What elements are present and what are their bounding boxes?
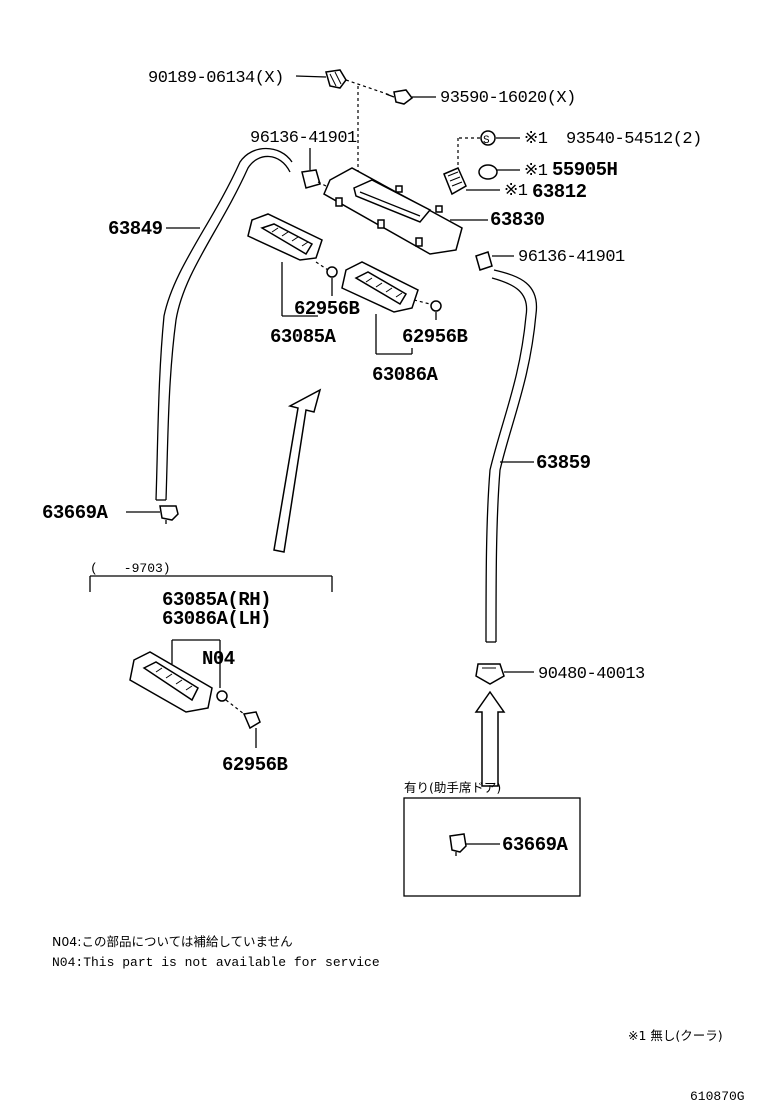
grommet-variant <box>242 711 261 730</box>
label-plug: 93540-54512(2) <box>566 130 702 149</box>
label-cover-b: 63086A <box>372 364 439 386</box>
label-drain-clip: 90480-40013 <box>538 665 645 684</box>
cover-part-a <box>247 213 323 261</box>
label-nozzle-box: 63669A <box>502 834 569 856</box>
socket-part <box>443 167 467 196</box>
label-socket: 63812 <box>532 181 587 203</box>
label-note-mark-1: ※1 <box>524 130 548 149</box>
label-bulb: 55905H <box>552 159 618 181</box>
note-jp: N04:この部品については補給していません <box>52 934 293 949</box>
label-note-mark-3: ※1 <box>504 182 528 201</box>
label-n04: N04 <box>202 648 235 670</box>
cover-part-b <box>341 261 419 313</box>
label-nozzle-left: 63669A <box>42 502 109 524</box>
label-grommet-a: 62956B <box>294 298 360 320</box>
label-clip-top: 90189-06134(X) <box>148 69 284 88</box>
label-date-range: ( -9703) <box>90 561 171 576</box>
arrow-up-left <box>273 388 322 553</box>
label-note-mark-2: ※1 <box>524 162 548 181</box>
label-grommet-b: 62956B <box>402 326 468 348</box>
arrow-up-right <box>474 690 506 787</box>
drain-clip-part <box>475 663 505 685</box>
label-box: 有り(助手席ドア) <box>404 780 501 795</box>
grommet-b <box>430 300 442 312</box>
box-frame <box>403 797 581 897</box>
label-lamp-assy: 63830 <box>490 209 545 231</box>
s-mark-circle <box>480 130 496 146</box>
hose-right <box>485 269 538 643</box>
label-s-mark: S <box>483 135 490 147</box>
label-hose-left: 63849 <box>108 218 163 240</box>
clip-part-left <box>301 169 331 189</box>
clip-part-right <box>475 251 493 271</box>
clip-part-90189 <box>325 69 347 89</box>
bulb-part <box>478 164 498 180</box>
nozzle-part-box <box>449 833 467 856</box>
n04-part <box>216 690 228 702</box>
footnote: ※1 無し(クーラ) <box>628 1028 723 1043</box>
label-cover-a: 63085A <box>270 326 337 348</box>
lamp-assembly <box>323 167 463 255</box>
label-screw: 93590-16020(X) <box>440 89 576 108</box>
grommet-a <box>326 266 338 278</box>
screw-part-93590 <box>385 89 414 105</box>
label-variant-lh: 63086A(LH) <box>162 608 271 630</box>
diagram-id: 610870G <box>690 1089 745 1104</box>
cover-part-variant <box>129 651 213 713</box>
nozzle-part-left <box>159 505 179 524</box>
label-variant-rh: 63085A(RH) <box>162 589 271 611</box>
label-clip-right: 96136-41901 <box>518 248 625 267</box>
hose-left <box>155 148 293 501</box>
note-en: N04:This part is not available for servi… <box>52 955 380 970</box>
label-clip-left: 96136-41901 <box>250 129 357 148</box>
label-hose-right: 63859 <box>536 452 591 474</box>
label-grommet-variant: 62956B <box>222 754 288 776</box>
